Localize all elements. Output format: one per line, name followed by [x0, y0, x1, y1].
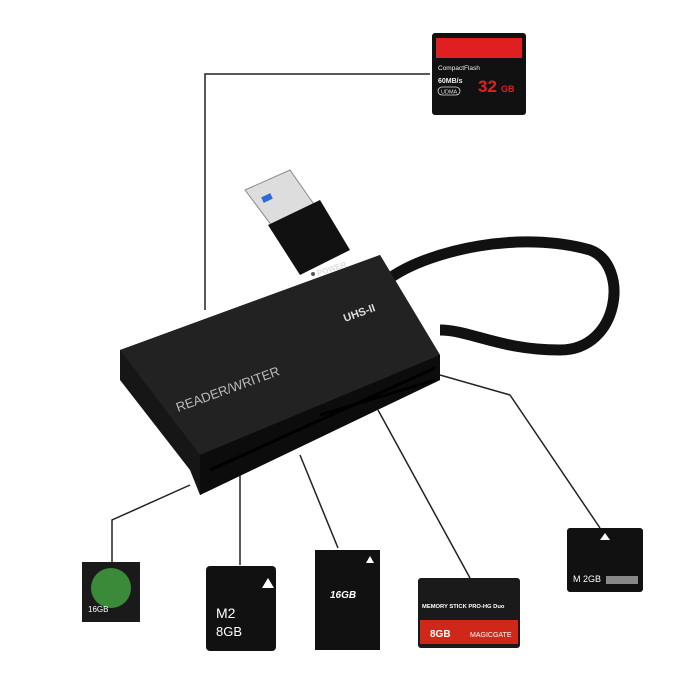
usb-cable — [386, 236, 620, 356]
memory-card-16gb: 16GB — [315, 550, 380, 650]
m2-card-8gb: M2 8GB — [206, 566, 276, 651]
cf-brand: CompactFlash — [438, 65, 480, 72]
ms-title: MEMORY STICK PRO-HG Duo — [422, 604, 505, 610]
usb-plug — [244, 169, 350, 275]
m2-card-2gb: M 2GB — [567, 528, 643, 592]
cf-unit: GB — [501, 84, 515, 94]
sd-capacity: 16GB — [88, 605, 108, 614]
m2-a-line2: 8GB — [216, 624, 242, 639]
ms-magicgate: MAGICGATE — [470, 632, 512, 639]
leader-lines — [111, 73, 601, 579]
card-reader-body: POWER READER/WRITER UHS-II — [120, 255, 440, 495]
m2-a-line1: M2 — [216, 605, 236, 621]
cf-speed: 60MB/s — [438, 78, 463, 85]
cf-capacity: 32 — [478, 77, 497, 96]
memory-stick-duo: MEMORY STICK PRO-HG Duo 8GB MAGICGATE — [418, 578, 520, 648]
micro-capacity: 16GB — [330, 590, 356, 601]
compactflash-card: CompactFlash 60MB/s UDMA 32 GB — [432, 33, 526, 115]
cf-mode: UDMA — [441, 90, 458, 96]
m2-b-capacity: M 2GB — [573, 574, 601, 584]
sd-card: 16GB — [82, 562, 140, 622]
ms-capacity: 8GB — [430, 629, 451, 640]
